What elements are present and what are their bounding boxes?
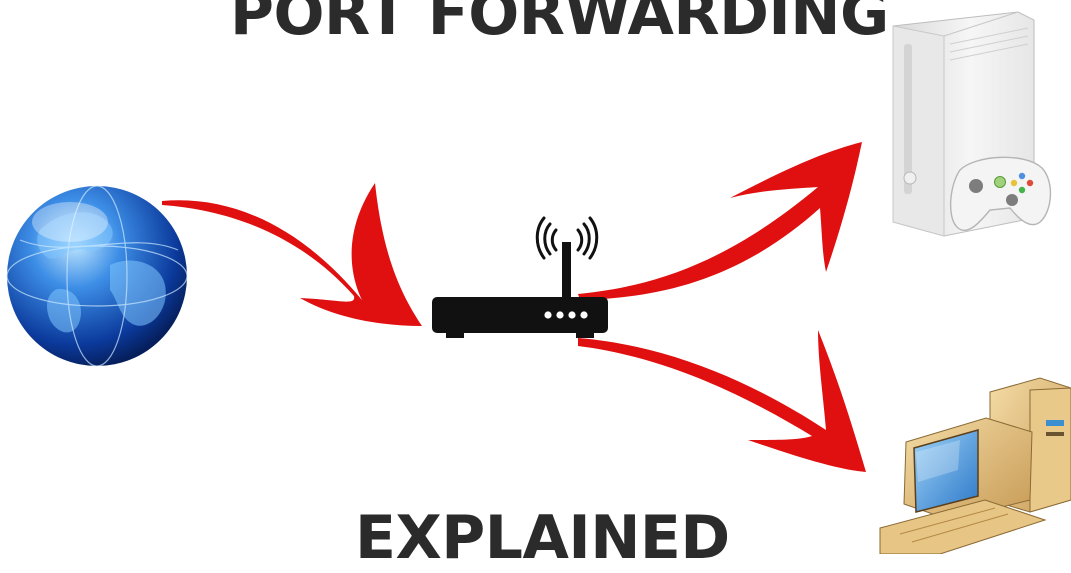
router-icon xyxy=(432,218,608,338)
arrow-router-to-console xyxy=(578,142,862,300)
globe-icon xyxy=(7,186,187,366)
arrow-router-to-computer xyxy=(578,330,866,472)
title-bottom: EXPLAINED xyxy=(355,508,730,568)
desktop-computer-icon xyxy=(880,378,1071,554)
diagram-canvas xyxy=(0,0,1071,554)
game-console-icon xyxy=(893,12,1050,236)
arrow-internet-to-router xyxy=(162,183,422,326)
